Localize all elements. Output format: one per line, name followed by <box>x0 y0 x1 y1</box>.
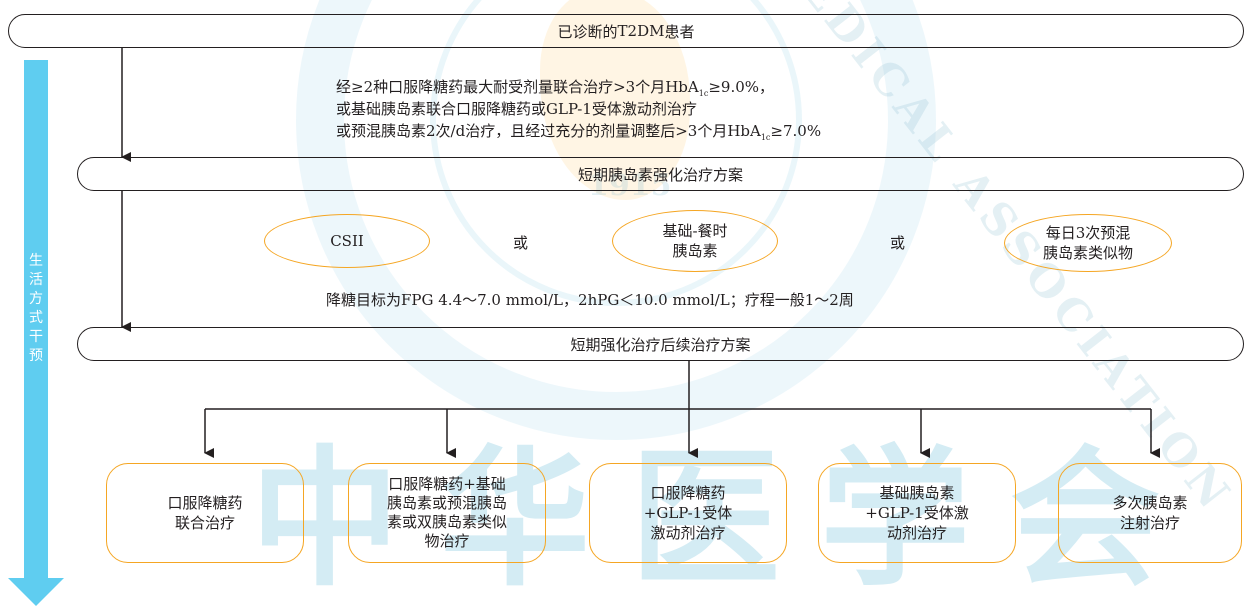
condition-line-1-main: 经≥2种口服降糖药最大耐受剂量联合治疗>3个月HbA <box>336 78 699 96</box>
followup-option-2: 口服降糖药+基础 胰岛素或预混胰岛 素或双胰岛素类似 物治疗 <box>348 463 546 563</box>
condition-line-1-threshold: ≥9.0%， <box>708 78 775 96</box>
condition-line-3-main: 或预混胰岛素2次/d治疗，且经过充分的剂量调整后>3个月HbA <box>336 122 761 140</box>
followup-option-2-label: 口服降糖药+基础 胰岛素或预混胰岛 素或双胰岛素类似 物治疗 <box>386 475 507 550</box>
short-term-intensive-label: 短期胰岛素强化治疗方案 <box>577 165 743 184</box>
followup-treatment-label: 短期强化治疗后续治疗方案 <box>570 335 751 354</box>
diagnosed-t2dm-prefix: 已诊断的 <box>557 22 618 41</box>
followup-option-1-label: 口服降糖药 联合治疗 <box>167 494 243 532</box>
lifestyle-arrow-shaft <box>24 60 48 580</box>
option-premixed-3x: 每日3次预混 胰岛素类似物 <box>1004 214 1172 272</box>
short-term-intensive-bar: 短期胰岛素强化治疗方案 <box>77 157 1244 191</box>
followup-treatment-bar: 短期强化治疗后续治疗方案 <box>77 327 1244 361</box>
followup-option-3-label: 口服降糖药 +GLP-1受体 激动剂治疗 <box>643 484 733 542</box>
followup-option-5-label: 多次胰岛素 注射治疗 <box>1112 494 1188 532</box>
option-csii: CSII <box>264 214 430 268</box>
or-word-2: 或 <box>890 234 906 252</box>
condition-line-1: 经≥2种口服降糖药最大耐受剂量联合治疗>3个月HbA1c≥9.0%， <box>336 76 821 98</box>
treatment-condition-text: 经≥2种口服降糖药最大耐受剂量联合治疗>3个月HbA1c≥9.0%， 或基础胰岛… <box>336 76 821 142</box>
lifestyle-arrow-head <box>8 578 64 606</box>
diagnosed-t2dm-suffix: 患者 <box>664 22 695 41</box>
option-basal-bolus: 基础-餐时 胰岛素 <box>612 210 778 272</box>
condition-line-3-subscript: 1c <box>760 133 771 142</box>
followup-option-4-label: 基础胰岛素 +GLP-1受体激 动剂治疗 <box>865 484 969 542</box>
condition-line-1-subscript: 1c <box>698 89 709 98</box>
option-basal-bolus-label: 基础-餐时 胰岛素 <box>662 222 728 260</box>
watermark-year: 1915 <box>588 168 672 203</box>
option-premixed-3x-label: 每日3次预混 胰岛素类似物 <box>1042 224 1133 262</box>
condition-line-3: 或预混胰岛素2次/d治疗，且经过充分的剂量调整后>3个月HbA1c≥7.0% <box>336 120 821 142</box>
or-word-1: 或 <box>513 234 529 252</box>
watermark-chinese-text: 中华医学会 <box>250 433 1201 607</box>
lifestyle-label: 生 活 方 式 干 预 <box>29 253 43 364</box>
condition-line-2: 或基础胰岛素联合口服降糖药或GLP-1受体激动剂治疗 <box>336 100 697 118</box>
glucose-target-text: 降糖目标为FPG 4.4～7.0 mmol/L，2hPG＜10.0 mmol/L… <box>326 291 854 309</box>
followup-option-1: 口服降糖药 联合治疗 <box>106 463 304 563</box>
followup-option-3: 口服降糖药 +GLP-1受体 激动剂治疗 <box>589 463 787 563</box>
followup-option-4: 基础胰岛素 +GLP-1受体激 动剂治疗 <box>818 463 1016 563</box>
watermark-seal-inner-ring <box>430 0 802 306</box>
diagnosed-t2dm-code: T2DM <box>617 22 665 40</box>
followup-option-5: 多次胰岛素 注射治疗 <box>1058 463 1242 563</box>
condition-line-3-threshold: ≥7.0% <box>770 122 822 140</box>
option-csii-label: CSII <box>330 232 364 250</box>
